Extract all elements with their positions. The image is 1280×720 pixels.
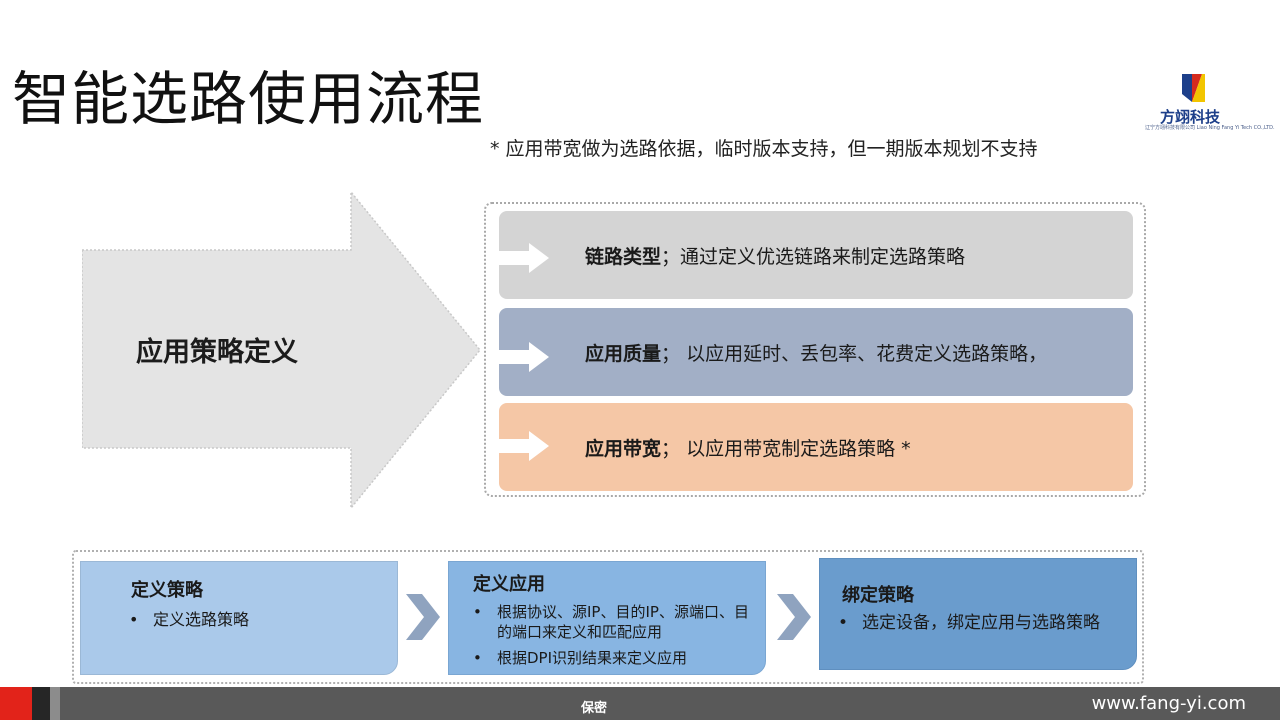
flow-step-bind-strategy: 绑定策略 •选定设备，绑定应用与选路策略	[819, 558, 1137, 670]
strategy-desc: 以应用带宽制定选路策略 *	[680, 437, 911, 460]
strategy-separator: ；	[661, 342, 681, 365]
chevron-right-icon	[777, 594, 811, 640]
bullet-icon: •	[473, 649, 482, 667]
strategy-name: 链路类型	[585, 245, 662, 268]
strategy-text: 链路类型；通过定义优选链路来制定选路策略	[585, 242, 965, 269]
footer-bar: 保密 www.fang-yi.com	[0, 687, 1280, 720]
strategy-name: 应用质量	[585, 342, 662, 365]
slide-title: 智能选路使用流程	[12, 65, 485, 133]
company-logo: 方翊科技 辽宁方翊科技有限公司 Liao Ning Fang Yi Tech C…	[1145, 72, 1275, 136]
strategy-link-type: 链路类型；通过定义优选链路来制定选路策略	[499, 211, 1133, 299]
white-arrow-icon	[499, 342, 549, 372]
flow-step-item: •定义选路策略	[129, 610, 250, 629]
footer-accent-grey	[50, 687, 60, 720]
flow-container	[72, 550, 1144, 684]
flow-step-items: •选定设备，绑定应用与选路策略	[838, 613, 1128, 633]
strategy-desc: 通过定义优选链路来制定选路策略	[680, 245, 966, 268]
logo-name: 方翊科技	[1159, 108, 1220, 126]
chevron-right-icon	[406, 594, 440, 640]
bullet-icon: •	[838, 613, 849, 633]
flow-step-item: •根据DPI识别结果来定义应用	[473, 649, 688, 667]
bullet-icon: •	[473, 603, 482, 621]
flow-step-define-strategy: 定义策略 •定义选路策略	[80, 561, 398, 675]
strategy-text: 应用质量； 以应用延时、丢包率、花费定义选路策略，	[585, 339, 1047, 366]
flow-step-items: •定义选路策略	[129, 610, 389, 630]
strategy-text: 应用带宽； 以应用带宽制定选路策略 *	[585, 434, 911, 461]
strategy-separator: ；	[661, 437, 681, 460]
flow-step-title: 定义应用	[473, 574, 545, 595]
flow-step-define-app: 定义应用 •根据协议、源IP、目的IP、源端口、目的端口来定义和匹配应用 •根据…	[448, 561, 766, 675]
logo-subtitle: 辽宁方翊科技有限公司 Liao Ning Fang Yi Tech CO.,LT…	[1145, 125, 1275, 131]
footer-accent-dark	[32, 687, 50, 720]
flow-step-item: •选定设备，绑定应用与选路策略	[838, 613, 1100, 633]
footer-confidential: 保密	[580, 701, 607, 716]
strategy-name: 应用带宽	[585, 437, 662, 460]
definition-arrow-label: 应用策略定义	[136, 337, 298, 368]
footer-url: www.fang-yi.com	[1091, 693, 1246, 714]
footer-accent-red	[0, 687, 32, 720]
strategy-app-quality: 应用质量； 以应用延时、丢包率、花费定义选路策略，	[499, 308, 1133, 396]
strategy-app-bandwidth: 应用带宽； 以应用带宽制定选路策略 *	[499, 403, 1133, 491]
flow-step-title: 绑定策略	[842, 585, 914, 606]
bandwidth-note: * 应用带宽做为选路依据，临时版本支持，但一期版本规划不支持	[490, 138, 1038, 160]
bullet-icon: •	[129, 610, 139, 629]
white-arrow-icon	[499, 243, 549, 273]
flow-step-items: •根据协议、源IP、目的IP、源端口、目的端口来定义和匹配应用 •根据DPI识别…	[473, 602, 755, 668]
strategy-container	[484, 202, 1146, 497]
definition-arrow-shape	[82, 192, 481, 508]
flow-step-item: •根据协议、源IP、目的IP、源端口、目的端口来定义和匹配应用	[473, 603, 749, 641]
strategy-separator: ；	[661, 245, 681, 268]
flow-step-title: 定义策略	[131, 580, 203, 601]
fangyi-logo-icon	[1182, 74, 1205, 102]
strategy-desc: 以应用延时、丢包率、花费定义选路策略，	[680, 342, 1048, 365]
white-arrow-icon	[499, 431, 549, 461]
